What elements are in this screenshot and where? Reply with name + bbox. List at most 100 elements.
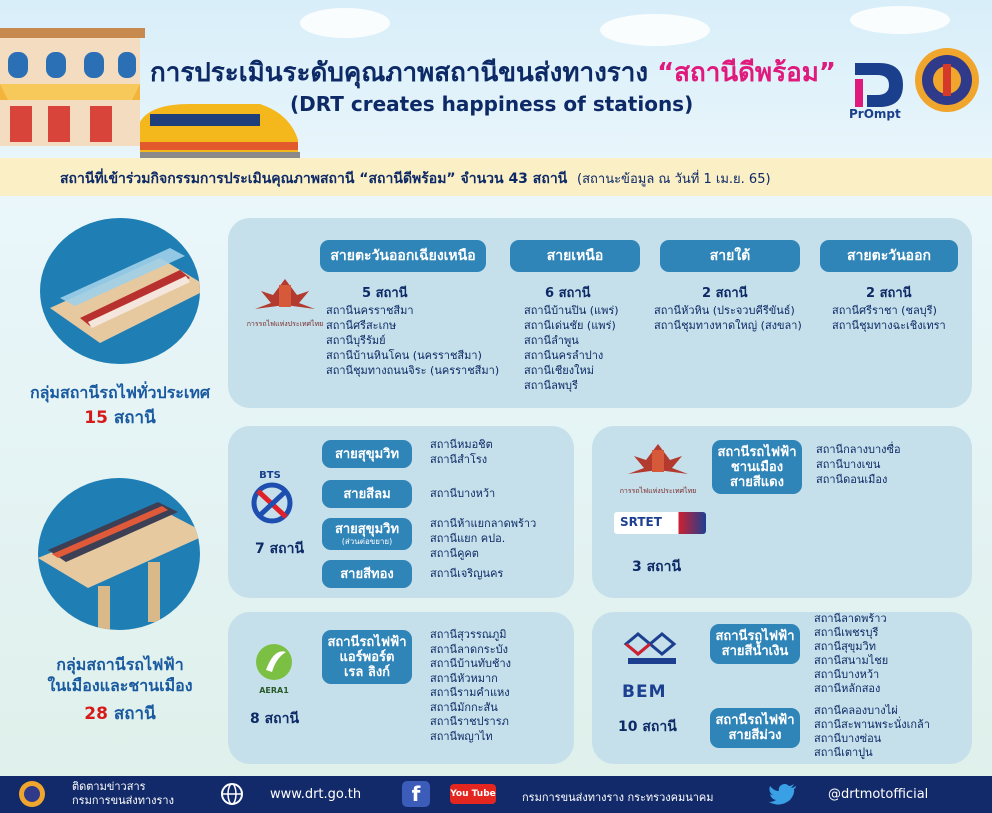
national-group-title: กลุ่มสถานีรถไฟทั่วประเทศ bbox=[29, 383, 211, 402]
bts-sukhumvit-ext-stations: สถานีห้าแยกลาดพร้าว สถานีแยก คปอ. สถานีค… bbox=[430, 516, 536, 561]
list-item: สถานีลำพูน bbox=[524, 334, 579, 347]
cloud-decoration bbox=[300, 8, 390, 38]
list-item: สถานีดอนเมือง bbox=[816, 473, 888, 486]
national-train-illustration bbox=[40, 218, 200, 364]
facebook-icon[interactable]: f bbox=[402, 781, 430, 807]
footer-website-link[interactable]: www.drt.go.th bbox=[270, 787, 362, 802]
line-pill-east: สายตะวันออก bbox=[820, 240, 958, 272]
list-item: สถานีบ้านทับช้าง bbox=[430, 657, 511, 670]
urban-title-line1: กลุ่มสถานีรถไฟฟ้า bbox=[56, 655, 184, 674]
list-item: สถานีหมอชิต bbox=[430, 438, 493, 451]
subheader-note: (สถานะข้อมูล ณ วันที่ 1 เม.ย. 65) bbox=[577, 172, 771, 187]
youtube-icon[interactable]: You Tube bbox=[450, 784, 496, 804]
list-item: สถานีศรีสะเกษ bbox=[326, 319, 397, 332]
footer-twitter-handle[interactable]: @drtmotofficial bbox=[828, 787, 929, 802]
prompt-logo: PrOmpt bbox=[845, 55, 915, 125]
list-item: สถานีบ้านปิน (แพร่) bbox=[524, 304, 619, 317]
bts-sukhumvit-stations: สถานีหมอชิต สถานีสำโรง bbox=[430, 437, 493, 467]
subheader-text: สถานีที่เข้าร่วมกิจกรรมการประเมินคุณภาพส… bbox=[60, 168, 980, 190]
arl-line-l3: เรล ลิงก์ bbox=[343, 664, 391, 680]
list-item: สถานีบางเขน bbox=[816, 458, 881, 471]
urban-group-count: 28 สถานี bbox=[15, 700, 225, 727]
list-item: สถานีชุมทางฉะเชิงเทรา bbox=[832, 319, 946, 332]
list-item: สถานีลพบุรี bbox=[524, 379, 578, 392]
list-item: สถานีบางหว้า bbox=[814, 668, 880, 681]
mrt-line-purple: สถานีรถไฟฟ้า สายสีม่วง bbox=[710, 708, 800, 748]
drt-seal-logo bbox=[912, 42, 982, 118]
footer-follow-l2: กรมการขนส่งทางราง bbox=[72, 794, 174, 807]
list-item: สถานีบางหว้า bbox=[430, 487, 496, 500]
station-illustration bbox=[0, 22, 300, 162]
bts-gold-stations: สถานีเจริญนคร bbox=[430, 566, 503, 581]
line-count-south: 2 สถานี bbox=[702, 286, 748, 301]
national-group-count: 15 สถานี bbox=[15, 404, 225, 431]
list-item: สถานีคูคต bbox=[430, 547, 479, 560]
line-pill-south: สายใต้ bbox=[660, 240, 800, 272]
srtet-logo: SRTET bbox=[614, 512, 706, 534]
arl-stations: สถานีสุวรรณภูมิ สถานีลาดกระบัง สถานีบ้าน… bbox=[430, 628, 511, 744]
mrt-purple-l1: สถานีรถไฟฟ้า bbox=[715, 713, 795, 728]
bts-logo: BTS bbox=[250, 470, 300, 530]
line-count-east: 2 สถานี bbox=[866, 286, 912, 301]
prompt-logo-text: PrOmpt bbox=[849, 107, 901, 121]
list-item: สถานีบางซ่อน bbox=[814, 732, 882, 745]
srt-logo-red-line: การรถไฟแห่งประเทศไทย bbox=[618, 440, 698, 500]
bts-line-sukhumvit-ext-sub: (ส่วนต่อขยาย) bbox=[341, 537, 393, 546]
list-item: สถานีชุมทางถนนจิระ (นครราชสีมา) bbox=[326, 364, 500, 377]
bts-line-sukhumvit-ext: สายสุขุมวิท (ส่วนต่อขยาย) bbox=[322, 518, 412, 550]
list-item: สถานีเจริญนคร bbox=[430, 567, 504, 580]
list-item: สถานีคลองบางไผ่ bbox=[814, 704, 898, 717]
srtet-line-l3: สายสีแดง bbox=[730, 474, 784, 490]
cloud-decoration bbox=[600, 14, 710, 46]
arl-logo: AERA1 bbox=[252, 642, 300, 696]
bts-count: 7 สถานี bbox=[255, 541, 305, 557]
mrt-blue-l2: สายสีน้ำเงิน bbox=[721, 644, 789, 659]
list-item: สถานีรามคำแหง bbox=[430, 686, 510, 699]
list-item: สถานีบ้านหินโคน (นครราชสีมา) bbox=[326, 349, 482, 362]
list-item: สถานีห้าแยกลาดพร้าว bbox=[430, 517, 537, 530]
urban-train-illustration bbox=[38, 478, 200, 630]
srtet-stations: สถานีกลางบางซื่อ สถานีบางเขน สถานีดอนเมื… bbox=[816, 442, 901, 487]
list-item: สถานีลาดพร้าว bbox=[814, 612, 887, 625]
srtet-line-red: สถานีรถไฟฟ้า ชานเมือง สายสีแดง bbox=[712, 440, 802, 494]
globe-icon bbox=[220, 782, 244, 806]
list-item: สถานีราชปรารภ bbox=[430, 715, 509, 728]
bts-line-sukhumvit-ext-label: สายสุขุมวิท bbox=[334, 522, 400, 537]
station-list-east: สถานีศรีราชา (ชลบุรี) สถานีชุมทางฉะเชิงเ… bbox=[832, 303, 946, 333]
list-item: สถานีหัวหมาก bbox=[430, 671, 498, 685]
list-item: สถานีบุรีรัมย์ bbox=[326, 334, 386, 347]
srt-logo: การรถไฟแห่งประเทศไทย bbox=[245, 275, 325, 335]
footer-dept: กรมการขนส่งทางราง กระทรวงคมนาคม bbox=[522, 791, 714, 804]
list-item: สถานีสำโรง bbox=[430, 453, 488, 466]
twitter-icon[interactable] bbox=[768, 780, 798, 808]
list-item: สถานีเพชรบุรี bbox=[814, 626, 879, 639]
national-count-number: 15 bbox=[84, 408, 108, 428]
srt-caption: การรถไฟแห่งประเทศไทย bbox=[246, 320, 324, 328]
list-item: สถานีมักกะสัน bbox=[430, 700, 498, 714]
list-item: สถานีสุขุมวิท bbox=[814, 640, 876, 653]
bts-logo-text: BTS bbox=[259, 470, 281, 481]
line-count-north: 6 สถานี bbox=[545, 286, 591, 301]
page-title: การประเมินระดับคุณภาพสถานีขนส่งทางราง “ส… bbox=[150, 52, 850, 93]
footer-follow-l1: ติดตามข่าวสาร bbox=[72, 780, 146, 793]
srtet-logo-text: SRTET bbox=[620, 515, 662, 529]
list-item: สถานีหลักสอง bbox=[814, 682, 881, 695]
srtet-line-l2: ชานเมือง bbox=[730, 459, 784, 475]
list-item: สถานีนครราชสีมา bbox=[326, 304, 414, 317]
title-highlight: “สถานีดีพร้อม” bbox=[657, 58, 836, 88]
list-item: สถานีสนามไชย bbox=[814, 654, 889, 667]
mrt-logo bbox=[622, 630, 682, 666]
arl-line-l2: แอร์พอร์ต bbox=[339, 649, 395, 665]
arl-count: 8 สถานี bbox=[250, 711, 300, 727]
bts-line-silom: สายสีลม bbox=[322, 480, 412, 508]
footer-bar bbox=[0, 776, 992, 813]
page-subtitle-en: (DRT creates happiness of stations) bbox=[290, 92, 694, 116]
urban-group-title: กลุ่มสถานีรถไฟฟ้า ในเมืองและชานเมือง bbox=[15, 654, 225, 696]
mrt-purple-stations: สถานีคลองบางไผ่ สถานีสะพานพระนั่งเกล้า ส… bbox=[814, 704, 930, 760]
footer-seal-icon bbox=[18, 780, 46, 808]
footer-follow: ติดตามข่าวสาร กรมการขนส่งทางราง bbox=[72, 780, 174, 808]
urban-title-line2: ในเมืองและชานเมือง bbox=[47, 676, 193, 695]
subheader-bar bbox=[0, 158, 992, 196]
urban-count-unit: สถานี bbox=[107, 704, 156, 724]
list-item: สถานีลาดกระบัง bbox=[430, 642, 508, 656]
